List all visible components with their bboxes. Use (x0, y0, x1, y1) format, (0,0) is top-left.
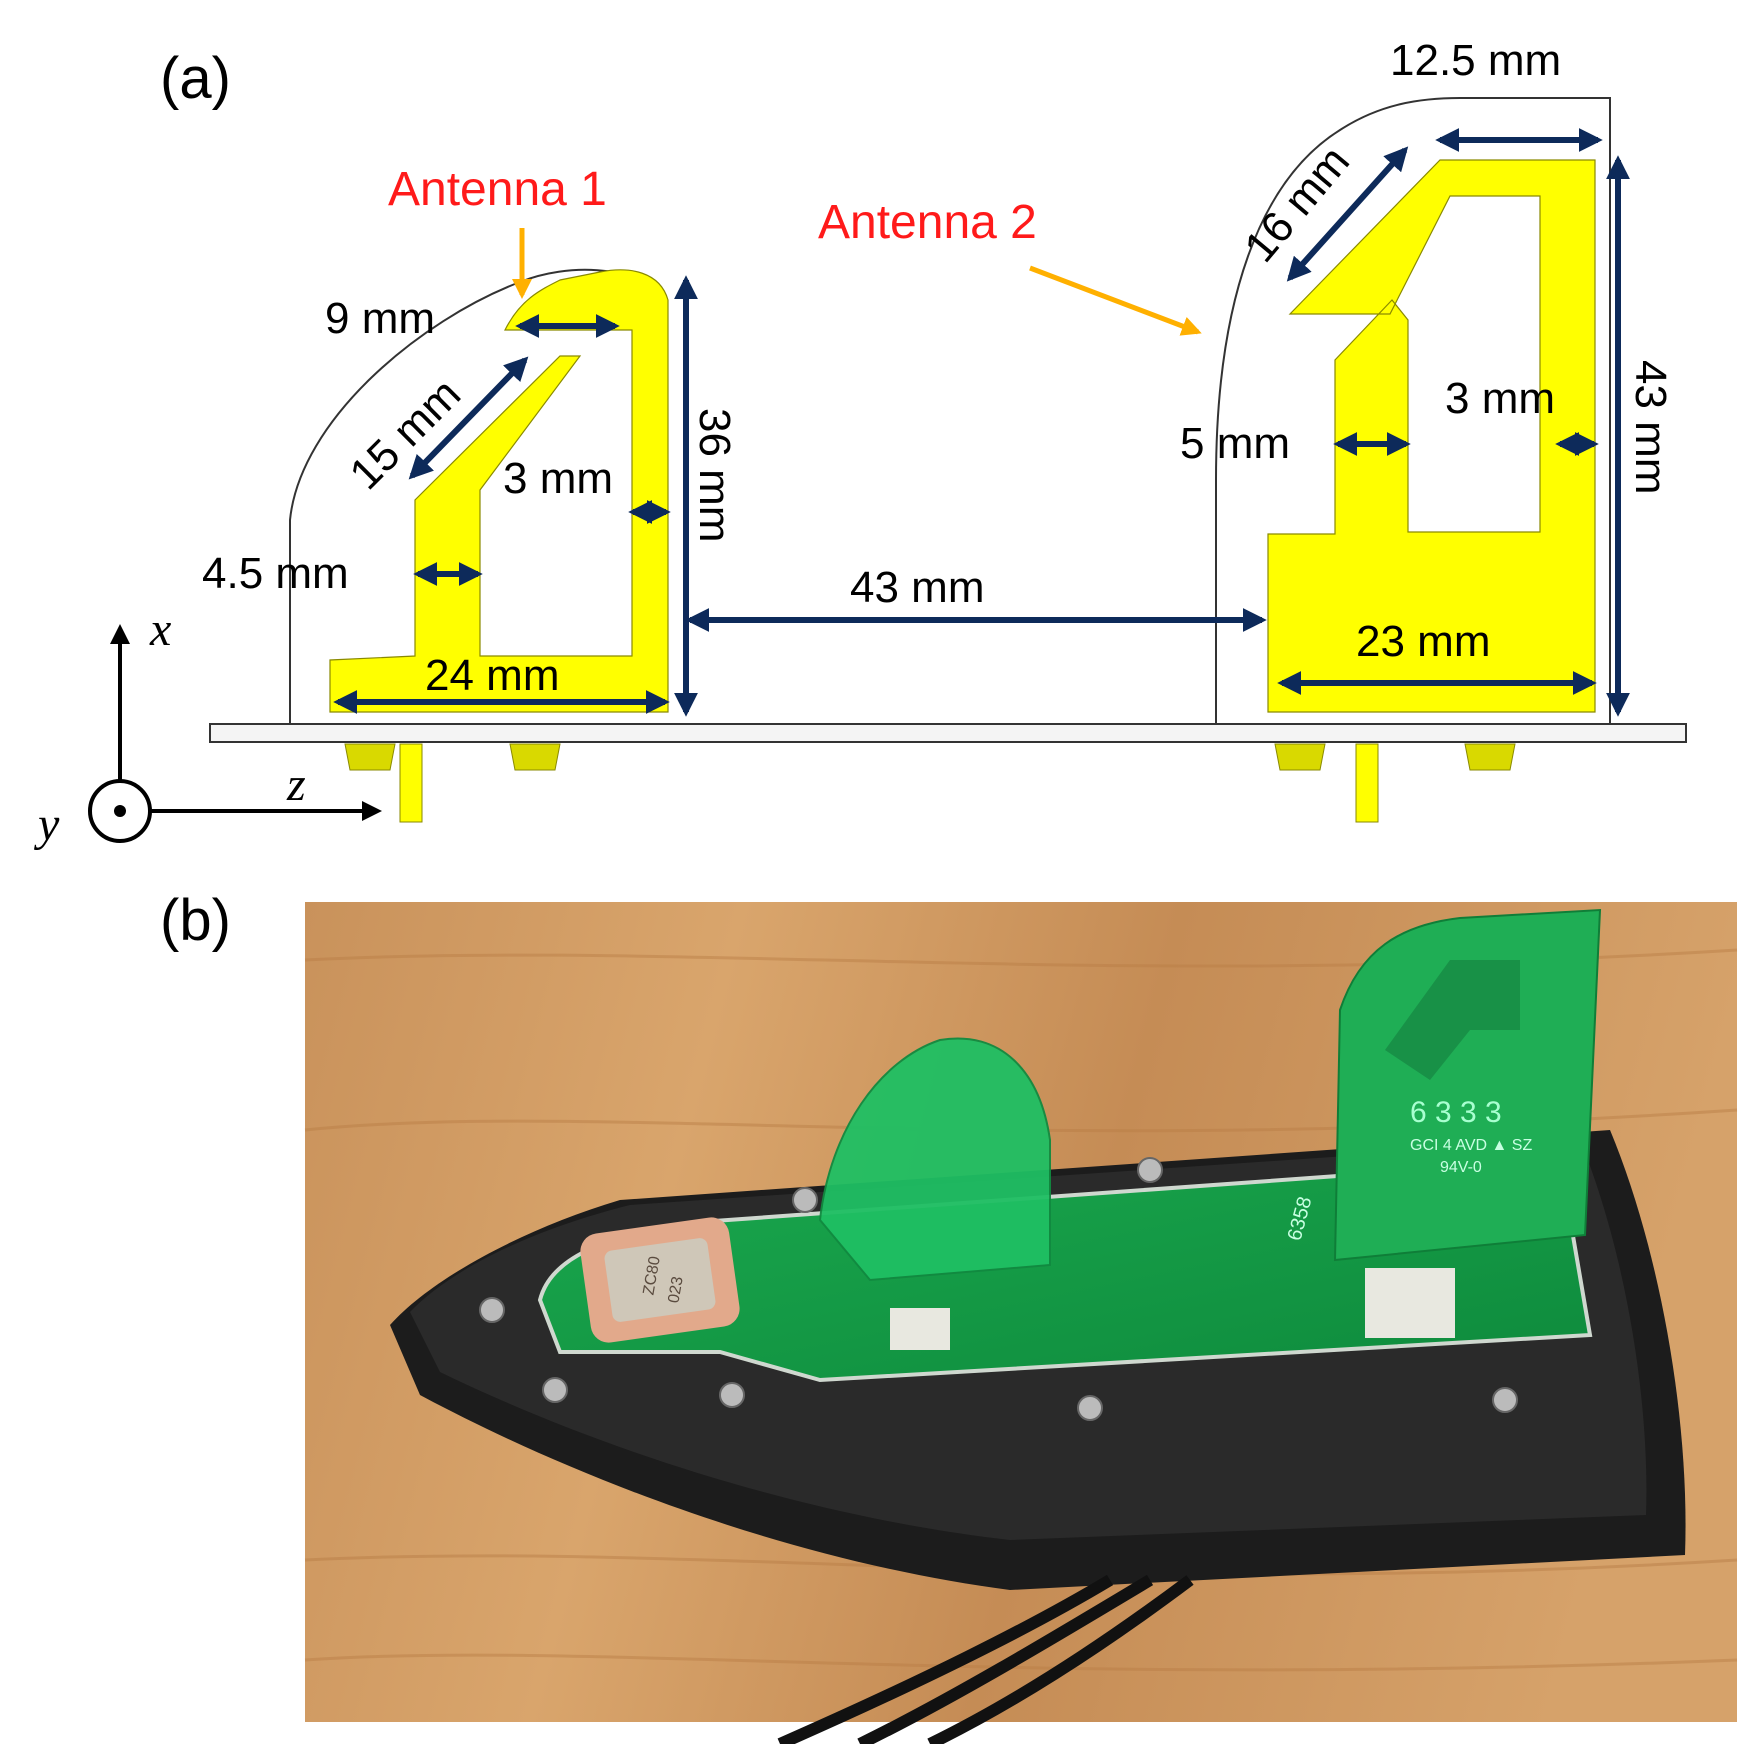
spacing-label: 43 mm (850, 563, 984, 612)
screw-holes (479, 1157, 1518, 1421)
antenna1-slant-dim (408, 356, 529, 480)
antenna1-foot-right (509, 743, 561, 771)
connector-pad-small (890, 1308, 950, 1350)
antenna1-arm-label: 4.5 mm (202, 549, 349, 598)
marking-023: 023 (665, 1275, 686, 1304)
antenna2-callout-arrow (1029, 265, 1202, 336)
antenna1-foot-left (344, 743, 396, 771)
antenna2-top-label: 12.5 mm (1390, 36, 1561, 85)
antenna2-base-label: 23 mm (1356, 617, 1490, 666)
antenna2-slant-label: 16 mm (1235, 137, 1359, 272)
marking-94v: 94V-0 (1440, 1159, 1482, 1176)
antenna2-height-label: 43 mm (1626, 360, 1675, 494)
panel-b: (b) (160, 888, 1738, 1744)
photo-antenna2-trace (1385, 960, 1520, 1080)
antenna1-base-label: 24 mm (425, 651, 559, 700)
antenna1-feed-pin (399, 743, 423, 823)
antenna1-top-label: 9 mm (325, 294, 435, 343)
antenna2-feed-pin (1355, 743, 1379, 823)
photo-antenna1 (818, 1037, 1051, 1282)
cables (777, 1574, 1194, 1744)
antenna2-gap-label: 3 mm (1445, 374, 1555, 423)
photo-antenna2 (1333, 908, 1602, 1262)
axes: x z y (33, 603, 382, 851)
antenna2-foot-left (1274, 743, 1326, 771)
antenna2-label: Antenna 2 (818, 196, 1037, 249)
panel-b-label: (b) (160, 888, 231, 953)
antenna2-arm-label: 5 mm (1180, 419, 1290, 468)
antenna2-foot-right (1464, 743, 1516, 771)
y-axis-label: y (33, 798, 60, 851)
connector-pad (1365, 1268, 1455, 1338)
antenna1-label: Antenna 1 (388, 163, 607, 216)
marking-zc80: ZC80 (640, 1255, 664, 1297)
ground-plane (209, 723, 1687, 743)
antenna1-gap-label: 3 mm (503, 454, 613, 503)
x-axis-label: x (149, 603, 171, 656)
marking-gci: GCI 4 AVD ▲ SZ (1410, 1137, 1532, 1154)
marking-large-digits: 6 3 3 3 (1410, 1096, 1502, 1129)
z-axis-label: z (286, 758, 306, 811)
gps-patch-center (604, 1238, 716, 1322)
panel-a: (a) Antenna 1 Antenna 2 9 mm 15 mm 4.5 m… (33, 36, 1687, 851)
panel-a-label: (a) (160, 46, 231, 111)
antenna1-element (329, 269, 669, 713)
y-axis-circle (88, 779, 152, 843)
antenna2-slant-dim (1286, 146, 1409, 282)
y-axis-dot (114, 805, 126, 817)
antenna1-height-label: 36 mm (690, 408, 739, 542)
